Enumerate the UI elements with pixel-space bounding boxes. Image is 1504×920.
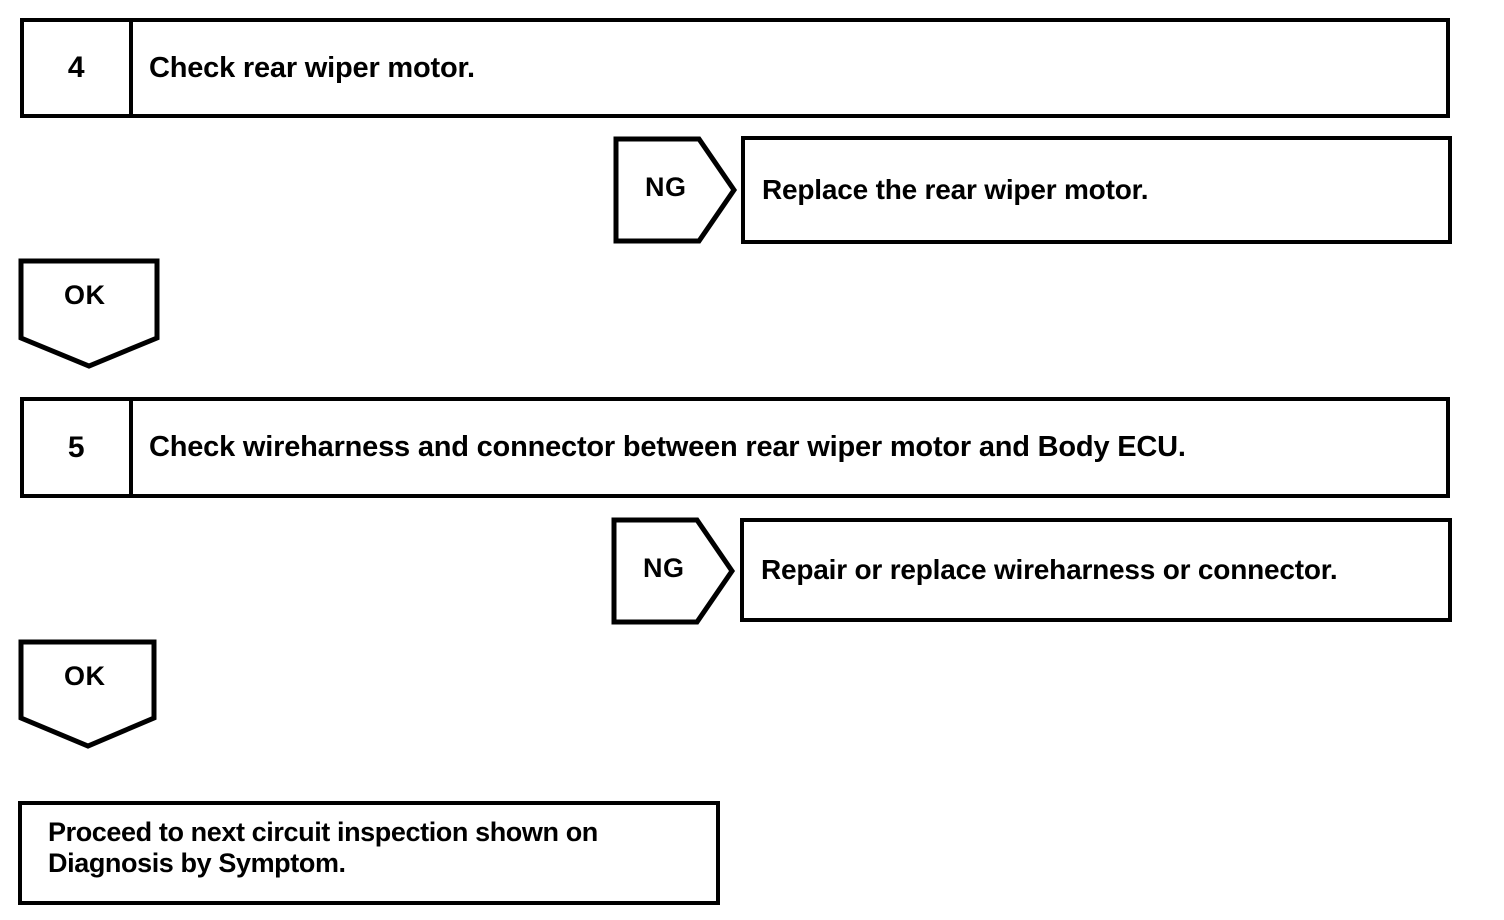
step-box-5[interactable]: 5 Check wireharness and connector betwee…	[20, 397, 1450, 498]
result-box-repair-or-replace-wireharness[interactable]: Repair or replace wireharness or connect…	[740, 518, 1452, 622]
connector-ok-step-5: OK	[18, 639, 158, 751]
step-number-5: 5	[24, 401, 133, 494]
step-box-4[interactable]: 4 Check rear wiper motor.	[20, 18, 1450, 118]
step-title-5: Check wireharness and connector between …	[149, 431, 1186, 463]
result-text-repair-or-replace-wireharness: Repair or replace wireharness or connect…	[761, 554, 1338, 585]
connector-ok-step-4: OK	[18, 258, 160, 370]
result-text-replace-rear-wiper-motor: Replace the rear wiper motor.	[762, 174, 1149, 205]
terminal-box-proceed[interactable]: Proceed to next circuit inspection shown…	[18, 801, 720, 905]
connector-ng-step-5: NG	[611, 517, 736, 625]
connector-ng-step-4: NG	[613, 136, 738, 244]
step-number-4: 4	[24, 22, 133, 114]
step-title-4: Check rear wiper motor.	[149, 51, 475, 84]
terminal-text-line-2: Diagnosis by Symptom.	[48, 848, 346, 879]
result-box-replace-rear-wiper-motor[interactable]: Replace the rear wiper motor.	[741, 136, 1452, 244]
terminal-text-line-1: Proceed to next circuit inspection shown…	[48, 817, 598, 847]
